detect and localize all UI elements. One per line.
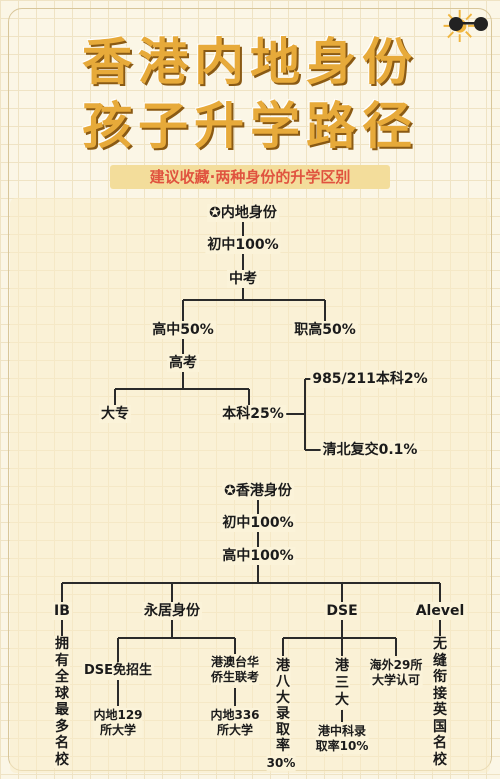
hk-mainland336-node: 内地336 所大学 — [210, 708, 260, 738]
hk-overseas-node: 海外29所 大学认可 — [369, 658, 423, 688]
mainland-college-node: 大专 — [99, 405, 131, 423]
hk-ib-desc: 拥有全球最多名校 — [54, 636, 70, 768]
hk-three-admission-node: 港中科录 取率10% — [315, 724, 369, 754]
subtitle-banner: 建议收藏·两种身份的升学区别 — [110, 165, 390, 189]
hk-overseas-line2: 大学认可 — [371, 673, 421, 687]
hk-overseas-line1: 海外29所 — [369, 658, 423, 672]
hk-junior-node: 初中100% — [220, 514, 296, 532]
hk-joint-exam-line1: 港澳台华 — [210, 655, 260, 669]
hk-ib-node: IB — [52, 602, 72, 620]
hk-joint-exam-node: 港澳台华 侨生联考 — [210, 655, 260, 685]
hk-dse-node: DSE — [324, 602, 360, 620]
hk-joint-exam-line2: 侨生联考 — [210, 670, 260, 684]
mainland-root-node: ✪内地身份 — [207, 204, 279, 222]
page-title-line2: 孩子升学路径 — [82, 97, 418, 155]
hk-mainland129-node: 内地129 所大学 — [93, 708, 143, 738]
mainland-gaokao-node: 高考 — [167, 354, 199, 372]
hk-three-admission-line1: 港中科录 — [317, 724, 367, 738]
mainland-exam-node: 中考 — [227, 270, 259, 288]
hk-root-node: ✪香港身份 — [222, 482, 294, 500]
hk-eight-rate: 30% — [266, 756, 296, 771]
hk-permanent-node: 永居身份 — [142, 602, 202, 620]
hk-mainland336-line1: 内地336 — [210, 708, 260, 722]
hk-dse-free-node: DSE免招生 — [81, 662, 155, 680]
hk-three-universities-node: 港三大 — [334, 658, 350, 709]
hk-alevel-node: Alevel — [413, 602, 467, 620]
hk-mainland129-line2: 所大学 — [99, 723, 136, 737]
sunglasses-icon — [449, 17, 488, 31]
mainland-vocational-node: 职高50% — [292, 321, 358, 339]
page-title-line1: 香港内地身份 — [82, 33, 418, 91]
mainland-elite-node: 985/211本科2% — [310, 370, 430, 388]
mainland-junior-node: 初中100% — [205, 236, 281, 254]
mainland-top-node: 清北复交0.1% — [320, 441, 420, 459]
hk-high-node: 高中100% — [220, 547, 296, 565]
mainland-undergrad-node: 本科25% — [220, 405, 286, 423]
hk-eight-universities-node: 港八大录取率 — [275, 658, 291, 754]
hk-mainland336-line2: 所大学 — [216, 723, 253, 737]
hk-alevel-desc: 无缝衔接英国名校 — [432, 636, 448, 768]
hk-mainland129-line1: 内地129 — [93, 708, 143, 722]
hk-three-admission-line2: 取率10% — [315, 739, 369, 753]
mainland-high-node: 高中50% — [150, 321, 216, 339]
